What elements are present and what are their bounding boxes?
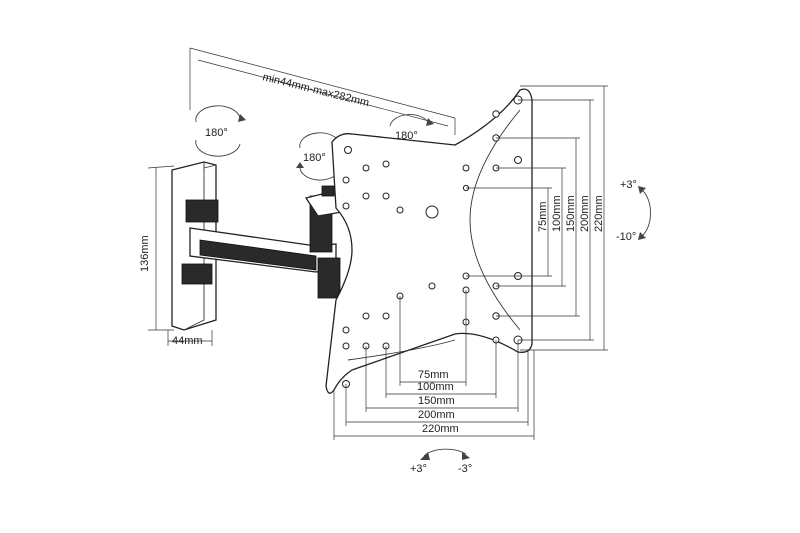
vesa-v-75-label: 75mm	[537, 201, 549, 232]
vesa-v-150-label: 150mm	[565, 195, 577, 232]
vesa-h-220-label: 220mm	[422, 423, 459, 435]
swivel-indicator: +3° -3°	[410, 448, 472, 475]
vesa-horizontal-dimensions: 75mm 100mm 150mm 200mm 220mm	[333, 290, 535, 440]
wall-height-dimension: 136mm	[139, 165, 175, 331]
vesa-h-200-label: 200mm	[418, 409, 455, 421]
vesa-plate	[325, 88, 533, 394]
wall-width-label: 44mm	[172, 335, 203, 347]
vesa-h-75-label: 75mm	[418, 369, 449, 381]
arm-extension-label: min44mm-max282mm	[261, 71, 370, 109]
swivel-left-label: +3°	[410, 463, 427, 475]
swing-arm	[189, 185, 343, 299]
vesa-v-200-label: 200mm	[579, 195, 591, 232]
vesa-v-220-label: 220mm	[593, 195, 605, 232]
rotation-marker-wall: 180°	[195, 105, 246, 157]
wall-width-dimension: 44mm	[167, 330, 213, 347]
vesa-h-150-label: 150mm	[418, 395, 455, 407]
wall-height-label: 136mm	[139, 235, 151, 272]
tilt-up-label: +3°	[620, 179, 637, 191]
vesa-h-100-label: 100mm	[417, 381, 454, 393]
swivel-right-label: -3°	[458, 463, 472, 475]
tilt-indicator: +3° -10°	[616, 179, 651, 243]
rotation-wall-label: 180°	[205, 127, 228, 139]
vesa-vertical-dimensions: 75mm 100mm 150mm 200mm 220mm	[466, 85, 608, 351]
vesa-v-100-label: 100mm	[551, 195, 563, 232]
rotation-arm-label: 180°	[303, 152, 326, 164]
arm-extension-dimension: min44mm-max282mm	[189, 47, 456, 135]
tilt-down-label: -10°	[616, 231, 636, 243]
